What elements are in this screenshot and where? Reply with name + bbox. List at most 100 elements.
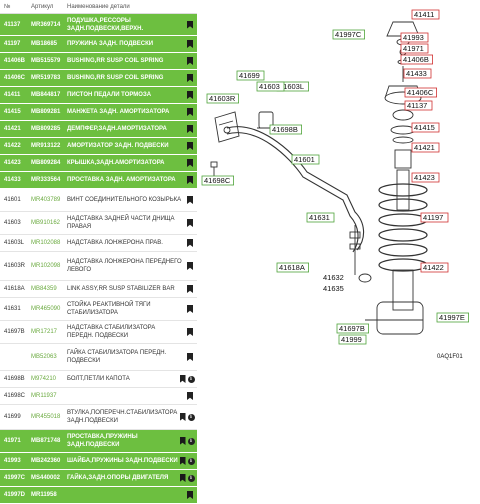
callout-41406C[interactable]: 41406C xyxy=(407,88,434,97)
bookmark-icon[interactable] xyxy=(187,91,193,99)
callout-41137[interactable]: 41137 xyxy=(407,101,427,110)
info-icon[interactable]: i xyxy=(187,413,195,421)
row-article[interactable]: MB52063 xyxy=(31,354,57,360)
callout-41698C[interactable]: 41698C xyxy=(204,176,231,185)
row-article[interactable]: MS440002 xyxy=(31,475,61,481)
bookmark-icon[interactable] xyxy=(187,125,193,133)
row-article[interactable]: MB809281 xyxy=(31,109,61,115)
bookmark-icon[interactable] xyxy=(187,20,193,29)
row-article[interactable]: MR17217 xyxy=(31,329,58,335)
row-article[interactable]: MB18685 xyxy=(31,41,58,47)
bookmark-icon[interactable] xyxy=(187,262,193,270)
bookmark-icon[interactable] xyxy=(187,176,193,184)
callout-41197[interactable]: 41197 xyxy=(423,213,443,222)
row-article[interactable]: MR102098 xyxy=(31,263,61,269)
row-article[interactable]: M974210 xyxy=(31,376,57,382)
row-article[interactable]: MB515579 xyxy=(31,58,61,64)
row-article[interactable]: MR333564 xyxy=(31,177,61,183)
bookmark-icon[interactable] xyxy=(179,457,186,465)
bookmark-icon[interactable] xyxy=(187,159,193,167)
row-article[interactable]: MB871748 xyxy=(31,438,61,444)
bookmark-icon[interactable] xyxy=(187,40,193,48)
bookmark-icon[interactable] xyxy=(187,196,193,204)
bookmark-icon[interactable] xyxy=(187,219,193,227)
bookmark-icon[interactable] xyxy=(187,142,193,150)
bookmark-icon[interactable] xyxy=(179,437,186,445)
callout-41406B[interactable]: 41406B xyxy=(403,55,429,64)
callout-41433[interactable]: 41433 xyxy=(406,69,427,78)
row-article[interactable]: MB910162 xyxy=(31,220,61,226)
callout-41997E[interactable]: 41997E xyxy=(439,313,465,322)
callout-41971[interactable]: 41971 xyxy=(403,44,424,53)
callout-41997C[interactable]: 41997C xyxy=(335,30,362,39)
bookmark-icon[interactable] xyxy=(187,57,193,65)
row-article[interactable]: MB242360 xyxy=(31,458,61,464)
row-article[interactable]: MR519783 xyxy=(31,75,61,81)
callout-41423[interactable]: 41423 xyxy=(414,173,435,182)
row-article[interactable]: MR913122 xyxy=(31,143,61,149)
info-icon[interactable]: i xyxy=(187,457,195,465)
bookmark-icon[interactable] xyxy=(187,353,193,361)
info-icon[interactable]: i xyxy=(187,437,195,445)
callout-41422[interactable]: 41422 xyxy=(423,263,444,272)
callout-41632[interactable]: 41632 xyxy=(323,273,344,282)
callout-41635[interactable]: 41635 xyxy=(323,284,344,293)
row-article[interactable]: MB809285 xyxy=(31,126,61,132)
callout-41993[interactable]: 41993 xyxy=(403,33,424,42)
callout-41601[interactable]: 41601 xyxy=(294,155,315,164)
callout-41631[interactable]: 41631 xyxy=(309,213,330,222)
bookmark-icon[interactable] xyxy=(187,491,193,499)
callout-41415[interactable]: 41415 xyxy=(414,123,435,132)
bookmark-icon[interactable] xyxy=(179,413,186,421)
row-article[interactable]: MR403789 xyxy=(31,197,61,203)
row-article[interactable]: MR11937 xyxy=(31,393,57,399)
callout-41999[interactable]: 41999 xyxy=(341,335,362,344)
callout-41699[interactable]: 41699 xyxy=(239,71,260,80)
callout-41411[interactable]: 41411 xyxy=(414,10,434,19)
bookmark-icon[interactable] xyxy=(179,474,186,482)
row-article[interactable]: MR11958 xyxy=(31,492,57,498)
callout-41618A[interactable]: 41618A xyxy=(279,263,305,272)
callout-41421[interactable]: 41421 xyxy=(414,143,435,152)
callout-41603[interactable]: 41603 xyxy=(259,82,280,91)
bookmark-icon[interactable] xyxy=(187,108,193,116)
info-icon[interactable]: i xyxy=(187,474,195,482)
row-article[interactable]: MR369714 xyxy=(31,21,61,28)
bookmark-icon[interactable] xyxy=(187,305,193,313)
callout-41698B[interactable]: 41698B xyxy=(272,125,298,134)
callout-41603L[interactable]: 41603L xyxy=(279,82,304,91)
row-article[interactable]: MR102088 xyxy=(31,240,61,246)
info-icon[interactable]: i xyxy=(187,375,195,383)
bookmark-icon[interactable] xyxy=(187,74,193,82)
bookmark-icon[interactable] xyxy=(179,375,186,383)
bookmark-icon[interactable] xyxy=(187,239,193,247)
row-article[interactable]: MB809284 xyxy=(31,160,61,166)
callout-41603R[interactable]: 41603R xyxy=(209,94,236,103)
bookmark-icon[interactable] xyxy=(187,392,193,400)
row-article[interactable]: MB84359 xyxy=(31,286,57,292)
callout-41697B[interactable]: 41697B xyxy=(339,324,365,333)
